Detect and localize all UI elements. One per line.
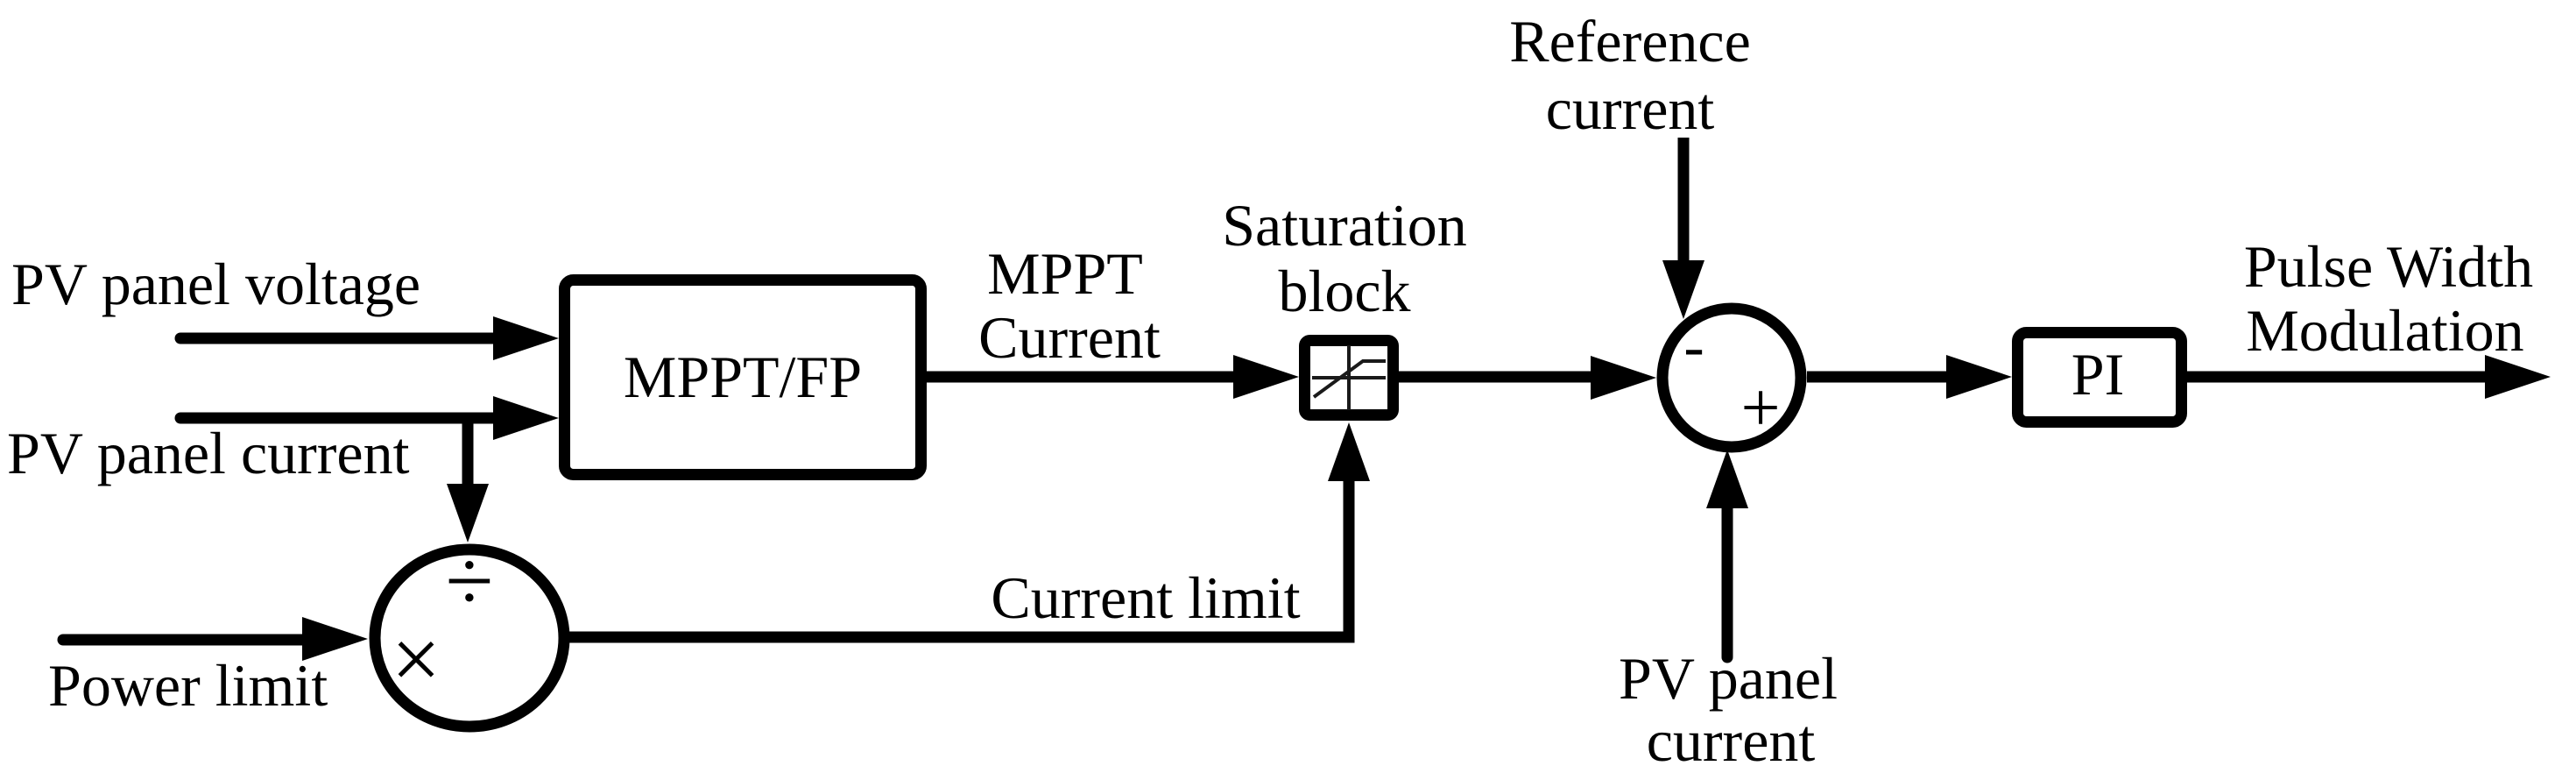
reference-current-label-line1: Reference bbox=[1509, 8, 1751, 74]
reference-current-label-line2: current bbox=[1546, 75, 1715, 142]
power-limit-arrowhead-icon bbox=[302, 617, 368, 661]
pv-voltage-arrowhead-icon bbox=[493, 316, 559, 360]
pv-panel-current-label: PV panel current bbox=[7, 420, 410, 486]
mppt-current-label-line1: MPPT bbox=[987, 240, 1143, 307]
saturation-label-line2: block bbox=[1278, 258, 1410, 324]
mppt-fp-block-label: MPPT/FP bbox=[624, 344, 862, 410]
branch-down-arrowhead-icon bbox=[447, 484, 489, 542]
current-limit-label: Current limit bbox=[991, 564, 1300, 631]
reference-current-arrowhead-icon bbox=[1662, 260, 1704, 319]
plus-sign-icon: + bbox=[1740, 370, 1780, 447]
current-limit-wire bbox=[569, 478, 1355, 643]
pwm-label-line2: Modulation bbox=[2246, 297, 2523, 364]
saturation-transfer-curve-icon bbox=[1312, 345, 1386, 410]
power-limit-label: Power limit bbox=[48, 652, 328, 719]
pwm-output-arrowhead-icon bbox=[2485, 355, 2551, 399]
mppt-output-arrowhead-icon bbox=[1233, 355, 1299, 399]
pwm-label-line1: Pulse Width bbox=[2244, 233, 2533, 300]
mppt-fp-block bbox=[559, 274, 927, 480]
pi-block-label: PI bbox=[2071, 341, 2124, 408]
mppt-current-label-line2: Current bbox=[978, 304, 1161, 371]
pi-block bbox=[2012, 327, 2187, 428]
sum-junction bbox=[1656, 302, 1807, 453]
pv-current-feedback-arrowhead-icon bbox=[1706, 450, 1748, 508]
pv-panel-current-feedback-label-line1: PV panel bbox=[1619, 645, 1838, 712]
sum-output-arrowhead-icon bbox=[1946, 355, 2012, 399]
pv-current-arrowhead-icon bbox=[493, 396, 559, 440]
pv-panel-voltage-label: PV panel voltage bbox=[11, 251, 420, 317]
divide-multiply-junction bbox=[369, 543, 570, 733]
multiply-operator-icon: × bbox=[392, 611, 441, 708]
current-limit-arrowhead-icon bbox=[1328, 422, 1370, 481]
pv-panel-current-feedback-label-line2: current bbox=[1647, 707, 1816, 774]
saturation-output-arrowhead-icon bbox=[1591, 356, 1656, 400]
minus-sign-icon: - bbox=[1683, 314, 1704, 381]
saturation-label-line1: Saturation bbox=[1222, 192, 1467, 259]
divide-operator-icon: ÷ bbox=[446, 533, 494, 630]
